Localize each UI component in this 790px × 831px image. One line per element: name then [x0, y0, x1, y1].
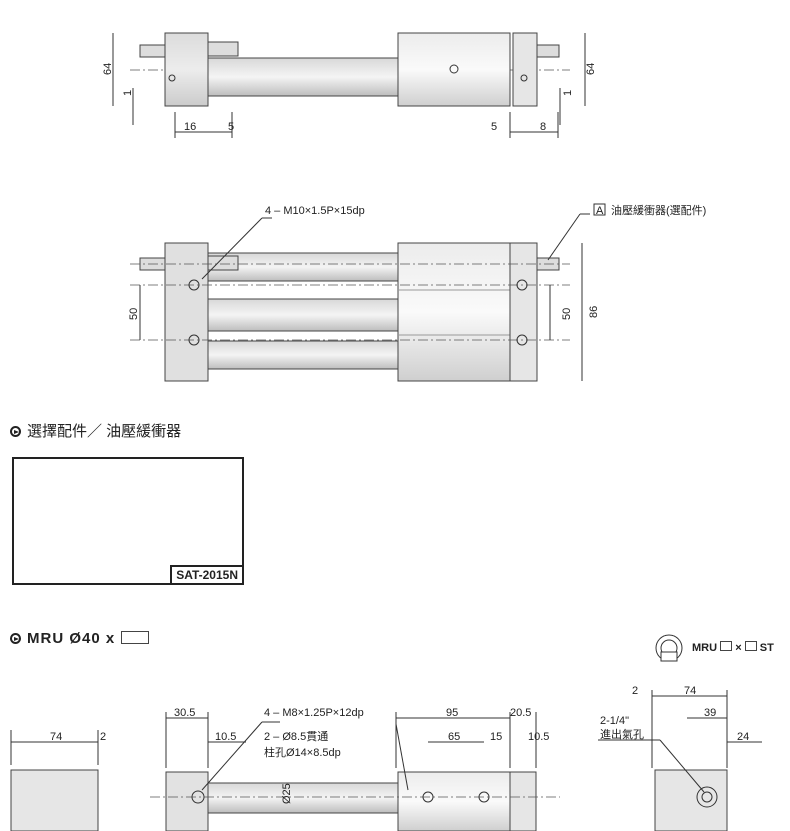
dim-16: 16: [184, 121, 196, 133]
stroke-blank-box: [121, 631, 150, 644]
port-label: 進出氣孔: [600, 727, 644, 741]
dim-20-5: 20.5: [510, 707, 531, 719]
model-code-prefix: MRU: [692, 642, 718, 654]
callout-counterbore: 柱孔Ø14×8.5dp: [264, 745, 341, 759]
mru-heading-text: MRU Ø40 x: [27, 630, 116, 647]
dim-1-right: 1: [562, 90, 574, 96]
callout-tap: 4 – M10×1.5P×15dp: [265, 205, 365, 217]
dim-74-left: 74: [50, 731, 62, 743]
dim-10-5-right: 10.5: [528, 731, 549, 743]
dim-30-5: 30.5: [174, 707, 195, 719]
dim-15: 15: [490, 731, 502, 743]
model-tag: SAT-2015N: [170, 565, 244, 585]
code-blank-box: [720, 641, 733, 651]
dim-2-right: 2: [632, 685, 638, 697]
dim-65: 65: [448, 731, 460, 743]
mru-heading: MRU Ø40 x: [10, 630, 150, 647]
dim-74-right: 74: [684, 685, 696, 697]
model-code-sep: ×: [735, 642, 742, 654]
dim-50-right: 50: [561, 308, 573, 320]
dim-5-right: 5: [491, 121, 497, 133]
code-blank-box: [744, 641, 757, 651]
dim-1-left: 1: [122, 90, 134, 96]
dim-10-5-left: 10.5: [215, 731, 236, 743]
accessory-heading: 選擇配件／ 油壓緩衝器: [10, 420, 181, 441]
side-view: 4 – M10×1.5P×15dp A 油壓緩衝器(選配件) 50 50 86: [128, 203, 706, 382]
dim-50-left: 50: [128, 308, 140, 320]
play-bullet-icon: [10, 633, 21, 644]
dim-64-left: 64: [102, 63, 114, 75]
dim-24: 24: [737, 731, 749, 743]
accessory-heading-text: 選擇配件／ 油壓緩衝器: [27, 423, 182, 440]
play-bullet-icon: [10, 426, 21, 437]
dim-phi-25: Ø25: [281, 783, 293, 804]
dim-95: 95: [446, 707, 458, 719]
accessory-box: SAT-2015N: [12, 457, 244, 585]
dim-64-right: 64: [585, 63, 597, 75]
option-ref: A: [596, 205, 604, 217]
dim-8: 8: [540, 121, 546, 133]
port-size: 2-1/4": [600, 715, 629, 727]
dim-5-left: 5: [228, 121, 234, 133]
top-view: 64 1 16 5 5 8 1 64: [102, 32, 597, 138]
callout-through-hole: 2 – Ø8.5貫通: [264, 730, 328, 743]
model-code-suffix: ST: [759, 642, 774, 654]
dim-39: 39: [704, 707, 716, 719]
mru-drawing: 74 2 30.5 10.5 4 – M8×1.25P×12dp 2 – Ø8.…: [10, 634, 762, 831]
callout-tap-mru: 4 – M8×1.25P×12dp: [264, 707, 364, 719]
dim-2-left: 2: [100, 731, 106, 743]
dim-86: 86: [588, 306, 600, 318]
callout-option: 油壓緩衝器(選配件): [611, 203, 706, 217]
model-code: MRU × ST: [692, 641, 774, 654]
